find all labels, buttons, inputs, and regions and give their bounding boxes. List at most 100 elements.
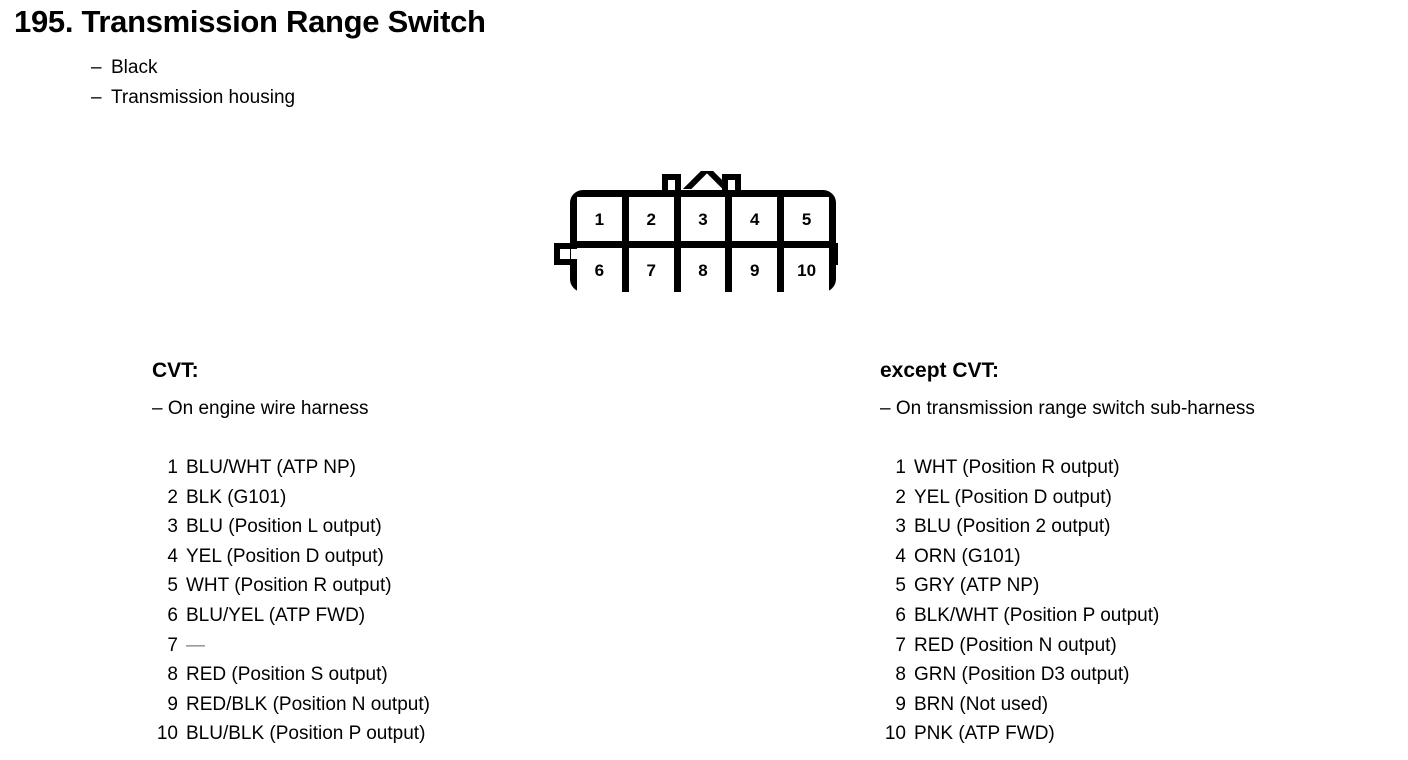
pin-number: 5 [895,575,906,597]
pin-number: 2 [895,486,906,508]
pin-list-item: 5 GRY (ATP NP) [880,571,1255,601]
pin-number: 5 [167,575,178,597]
pin-number: 4 [895,545,906,567]
pin-list-item: 3 BLU (Position 2 output) [880,512,1255,542]
pin-label: RED/BLK (Position N output) [186,693,430,715]
pin-number: 10 [884,723,906,745]
connector-pin-cell: 5 [777,197,829,241]
pin-list-cvt: 1 BLU/WHT (ATP NP) 2 BLK (G101) 3 BLU (Posi… [152,453,430,749]
pin-list-item: 10 PNK (ATP FWD) [880,719,1255,749]
pin-label: YEL (Position D output) [186,545,384,567]
pin-column-except-cvt: except CVT: – On transmission range swit… [880,358,1255,749]
pin-label: PNK (ATP FWD) [914,723,1055,745]
subtitle-text: Black [111,57,158,78]
connector-pin-cell: 1 [577,197,622,241]
pin-number: 4 [167,545,178,567]
pin-label: RED (Position N output) [914,634,1117,656]
pin-number: 1 [167,457,178,478]
connector-pin-number: 3 [698,209,708,229]
dash-marker: – [91,87,102,108]
connector-row-divider [577,241,829,248]
pin-list-item: 3 BLU (Position L output) [152,512,430,542]
connector-pin-cell: 8 [673,248,726,292]
pin-list-item: 4 YEL (Position D output) [152,542,430,572]
connector-pin-cell: 10 [777,248,829,292]
column-heading-cvt: CVT: [152,359,199,382]
pin-list-item: 8 RED (Position S output) [152,660,430,690]
pin-number: 8 [167,664,178,686]
connector-pin-number: 7 [646,260,656,280]
pin-number: 6 [167,604,178,626]
connector-pin-cell: 7 [621,248,674,292]
connector-pin-row-bottom: 6 7 8 9 10 [577,248,829,292]
pin-number: 10 [156,723,178,745]
pin-list-item: 2 YEL (Position D output) [880,483,1255,513]
page-title: 195. Transmission Range Switch [14,4,486,39]
pin-list-item: 2 BLK (G101) [152,483,430,513]
connector-pin-cell: 4 [725,197,778,241]
subtitle-item: –Transmission housing [91,83,295,113]
connector-pin-cell: 2 [621,197,674,241]
pin-label: BLU (Position 2 output) [914,516,1111,538]
pin-column-cvt: CVT: – On engine wire harness 1 BLU/WHT (… [152,358,430,749]
pin-label: WHT (Position R output) [186,575,392,597]
connector-pin-number: 9 [750,260,760,280]
pin-label: YEL (Position D output) [914,486,1112,508]
connector-pin-number: 2 [646,209,656,229]
connector-pin-cell: 6 [577,248,622,292]
connector-pin-number: 8 [698,260,708,280]
pin-label: ORN (G101) [914,545,1021,567]
pin-list-item: 9 BRN (Not used) [880,690,1255,720]
pin-list-item: 4 ORN (G101) [880,542,1255,572]
pin-label: RED (Position S output) [186,664,388,686]
pin-number: 6 [895,604,906,626]
pin-number: 9 [167,693,178,715]
dash-marker: – [91,57,102,78]
connector-pin-cell: 3 [673,197,726,241]
pin-number: 9 [895,693,906,715]
pin-label: WHT (Position R output) [914,457,1120,478]
pin-number: 3 [167,516,178,538]
connector-pin-cell: 9 [725,248,778,292]
connector-pin-number: 1 [594,209,605,229]
column-subheading-except-cvt: – On transmission range switch sub-harne… [880,398,1255,419]
pin-list-item: 9 RED/BLK (Position N output) [152,690,430,720]
connector-pin-row-top: 1 2 3 4 5 [577,197,829,241]
connector-diagram: 1 2 3 4 5 6 7 8 9 10 [540,166,852,298]
pin-label: BLK/WHT (Position P output) [914,604,1160,626]
pin-label: GRN (Position D3 output) [914,664,1130,686]
pin-list-item: 1 BLU/WHT (ATP NP) [152,453,430,483]
connector-pin-number: 5 [801,209,812,229]
pin-number: 7 [167,634,178,656]
connector-side-tab-right-joint [809,249,821,259]
pin-list-item: 6 BLU/YEL (ATP FWD) [152,601,430,631]
pin-list-item: 7— [152,631,430,661]
connector-side-tab-left-joint [571,249,583,259]
connector-pin-number: 10 [797,260,817,280]
pin-label: BLU/YEL (ATP FWD) [186,604,366,626]
connector-pin-number: 4 [750,209,760,229]
pin-label: BLK (G101) [186,486,287,508]
subtitle-text: Transmission housing [111,87,296,108]
pin-number: 2 [167,486,178,508]
pin-list-item: 8 GRN (Position D3 output) [880,660,1255,690]
subtitle-item: –Black [91,53,295,83]
column-heading-except-cvt: except CVT: [880,359,1000,382]
pin-number: 8 [895,664,906,686]
pin-list-item: 5 WHT (Position R output) [152,571,430,601]
pin-label: BLU/WHT (ATP NP) [186,457,356,478]
pin-label: BRN (Not used) [914,693,1049,715]
pin-label: BLU/BLK (Position P output) [186,723,426,745]
pin-list-item: 10 BLU/BLK (Position P output) [152,719,430,749]
pin-label: GRY (ATP NP) [914,575,1040,597]
subtitle-list: –Black –Transmission housing [91,53,295,113]
connector-body: 1 2 3 4 5 6 7 8 9 10 [570,190,836,292]
column-subheading-cvt: – On engine wire harness [152,398,369,419]
pin-label: BLU (Position L output) [186,516,382,538]
connector-pin-number: 6 [594,260,605,280]
pin-label: — [186,634,205,656]
pin-number: 3 [895,516,906,538]
